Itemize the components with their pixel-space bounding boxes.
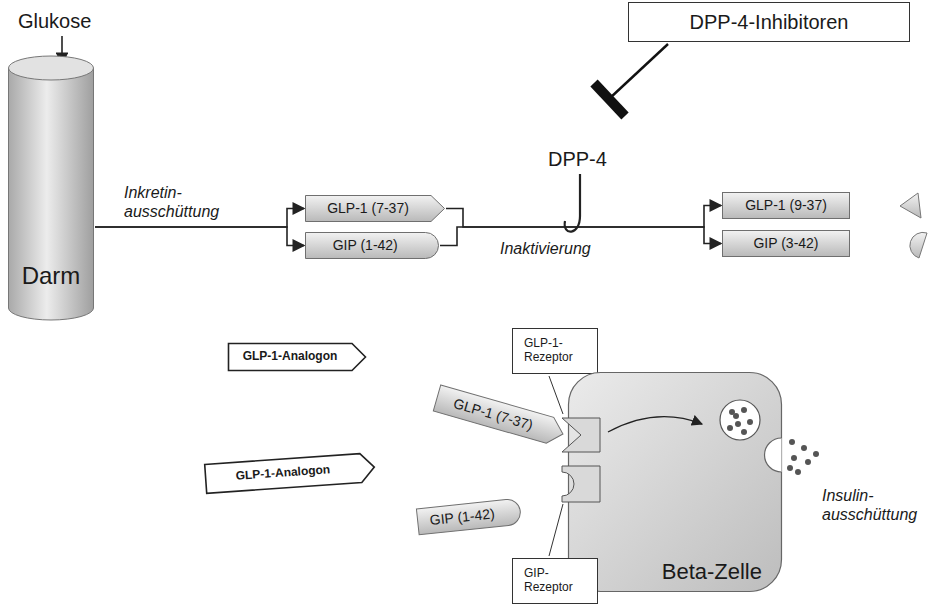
insulin-granule	[805, 459, 811, 465]
drug-box: DPP-4-Inhibitoren	[628, 2, 910, 42]
insulin-granule	[727, 425, 733, 431]
insulin-granule	[747, 419, 753, 425]
substance-label: Glukose	[18, 9, 91, 33]
node-text: Darm	[22, 262, 81, 290]
insulin-granule	[741, 429, 747, 435]
signal-arrow	[608, 417, 702, 432]
inhibitor-line	[610, 44, 668, 98]
node-text: DPP-4-Inhibitoren	[690, 11, 849, 34]
inactive-hormone-box: GLP-1 (9-37)	[722, 192, 850, 219]
leader-line	[549, 376, 563, 414]
receptor-label-box: GIP- Rezeptor	[512, 558, 598, 604]
pentagon-outline	[205, 453, 376, 494]
node-text: GIP (3-42)	[753, 235, 818, 251]
node-text: GIP (1-42)	[333, 237, 398, 253]
node-text: GIP- Rezeptor	[524, 567, 586, 595]
node-text: GLP-1 (7-37)	[327, 200, 409, 216]
flow-arrow	[95, 227, 304, 246]
receptor-label-box: GLP-1- Rezeptor	[512, 328, 598, 374]
insulin-vesicle	[720, 400, 760, 440]
enzyme-label: DPP-4	[548, 147, 607, 171]
pentagon-outline	[306, 196, 445, 222]
edge-label: Inaktivierung	[500, 239, 591, 258]
insulin-granule	[733, 413, 739, 419]
insulin-granule	[791, 455, 797, 461]
hormone-shape: GIP (1-42)	[305, 232, 439, 259]
box-outline	[513, 329, 598, 374]
insulin-granule	[787, 465, 793, 471]
organ-cylinder: Darm	[8, 56, 94, 320]
analog-shape: GLP-1-Analogon	[228, 343, 366, 371]
rounded-end-outline	[306, 233, 439, 259]
box-outline	[723, 231, 850, 257]
insulin-granule	[789, 439, 795, 445]
glp1-receptor	[562, 418, 600, 452]
node-text: GLP-1 (9-37)	[745, 197, 827, 213]
analog-shape: GLP-1-Analogon	[204, 452, 376, 494]
pentagon-outline	[433, 385, 566, 447]
leader-line	[549, 504, 563, 556]
pentagon-outline	[229, 344, 366, 371]
node-text: Beta-Zelle	[662, 559, 762, 584]
exocytosis-opening	[765, 438, 782, 472]
insulin-granule	[795, 469, 801, 475]
beta-cell: Beta-Zelle	[568, 372, 782, 592]
cylinder-top	[9, 56, 94, 80]
inactive-hormone-box: GIP (3-42)	[722, 230, 850, 257]
hormone-shape: GLP-1 (7-37)	[433, 384, 568, 447]
box-outline	[629, 3, 910, 42]
box-outline	[723, 193, 850, 219]
node-text: GLP-1-Analogon	[243, 350, 338, 364]
cylinder-body	[9, 68, 94, 320]
dpp4-enzyme-hook	[565, 174, 580, 232]
box-outline	[513, 559, 598, 604]
insulin-granule	[813, 451, 819, 457]
glp1-fragment	[900, 193, 921, 218]
insulin-granule	[735, 421, 741, 427]
gip-receptor	[562, 466, 600, 502]
flow-arrow	[446, 206, 721, 228]
process-label: Insulin- ausschüttung	[822, 486, 917, 524]
gip-fragment	[910, 232, 927, 258]
insulin-granule	[801, 445, 807, 451]
hormone-shape: GIP (1-42)	[416, 498, 522, 536]
node-text: GLP-1- Rezeptor	[524, 337, 586, 365]
inhibitor-bar	[594, 83, 625, 116]
insulin-granule	[741, 407, 747, 413]
edge-label: Inkretin- ausschüttung	[124, 183, 219, 221]
rounded-end-outline	[416, 498, 521, 535]
hormone-shape: GLP-1 (7-37)	[305, 195, 445, 222]
